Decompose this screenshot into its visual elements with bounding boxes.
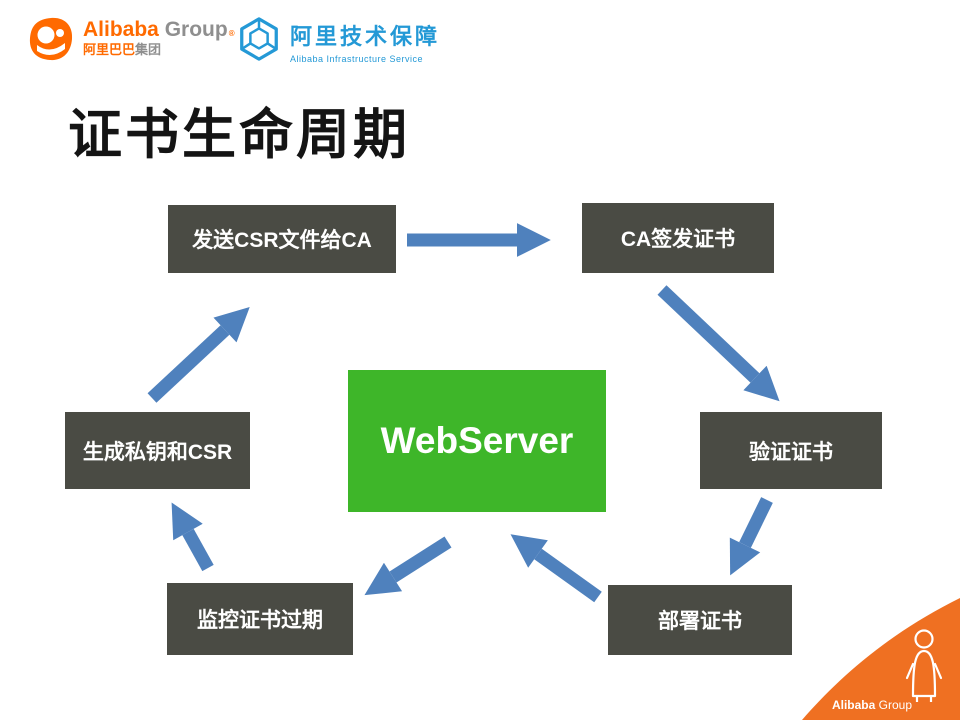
arrow-verify-to-deploy — [729, 497, 773, 576]
node-generate-label: 生成私钥和CSR — [82, 440, 233, 464]
infra-hexagon-icon — [240, 17, 278, 61]
alibaba-brand-cn-suffix: 集团 — [135, 42, 162, 58]
page-title: 证书生命周期 — [68, 105, 410, 165]
node-monitor-label: 监控证书过期 — [197, 609, 323, 632]
alibaba-brand-suffix: Group — [164, 18, 228, 41]
corner-brand-suffix: Group — [878, 698, 912, 712]
webserver-box: WebServer — [348, 370, 606, 512]
corner-swoosh — [802, 598, 960, 720]
alibaba-brand-cn: 阿里巴巴 — [83, 42, 136, 58]
node-ca-issue-label: CA签发证书 — [620, 228, 736, 251]
alibaba-logo: Alibaba Group® 阿里巴巴集团 — [26, 14, 235, 64]
corner-brand-name: Alibaba — [831, 698, 876, 712]
mascot-icon — [905, 629, 943, 702]
corner-branding: Alibaba Group — [780, 590, 960, 720]
alibaba-brand-name: Alibaba — [83, 18, 159, 41]
infra-logo: 阿里技术保障 Alibaba Infrastructure Service — [236, 16, 440, 64]
node-send-csr-label: 发送CSR文件给CA — [192, 229, 372, 252]
webserver-label: WebServer — [380, 420, 574, 461]
arrow-issue-to-verify — [657, 285, 780, 402]
node-verify: 验证证书 — [700, 412, 882, 489]
arrow-generate-to-send — [147, 306, 250, 403]
node-deploy: 部署证书 — [608, 585, 792, 655]
node-monitor: 监控证书过期 — [167, 583, 353, 655]
node-generate: 生成私钥和CSR — [65, 412, 250, 489]
node-ca-issue: CA签发证书 — [582, 203, 774, 273]
arrow-webserver-to-monitor — [364, 536, 452, 596]
registered-mark: ® — [228, 29, 235, 38]
arrow-deploy-to-webserver — [510, 534, 602, 603]
header: Alibaba Group® 阿里巴巴集团 阿里技术保障 Alibaba Inf… — [0, 0, 960, 80]
alibaba-logo-text: Alibaba Group® 阿里巴巴集团 — [83, 14, 235, 57]
infra-logo-text: 阿里技术保障 Alibaba Infrastructure Service — [290, 16, 440, 64]
alibaba-logo-icon — [29, 17, 73, 61]
node-verify-label: 验证证书 — [749, 440, 833, 464]
node-send-csr: 发送CSR文件给CA — [168, 205, 396, 273]
infra-title: 阿里技术保障 — [290, 24, 441, 49]
infra-subtitle: Alibaba Infrastructure Service — [290, 54, 424, 64]
arrow-monitor-to-generate — [171, 502, 214, 572]
node-deploy-label: 部署证书 — [658, 610, 742, 633]
